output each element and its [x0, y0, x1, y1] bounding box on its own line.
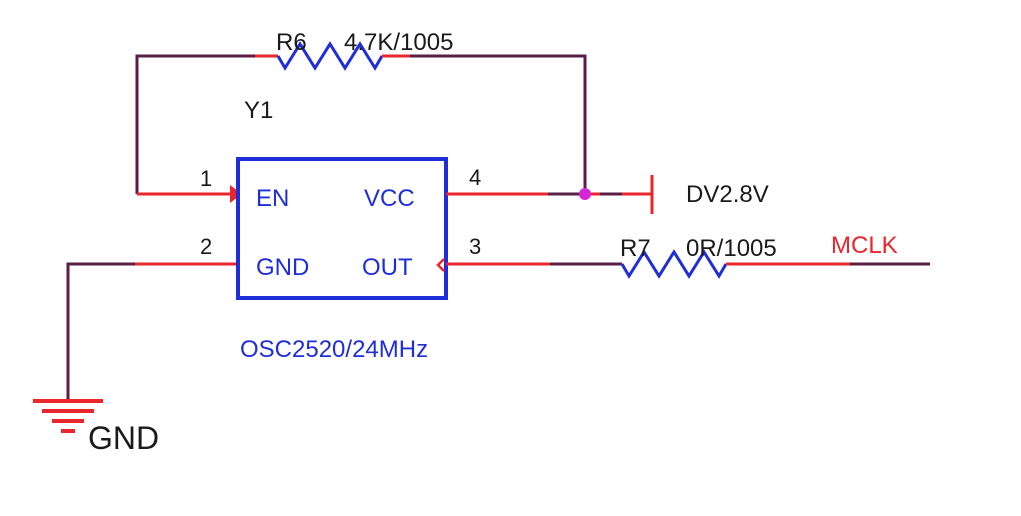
r7-value: 0R/1005 — [686, 235, 777, 262]
ground-symbol-icon — [33, 399, 103, 433]
pin-out-label: OUT — [362, 254, 413, 281]
pin-en-label: EN — [256, 185, 289, 212]
gnd-net: 2 — [66, 234, 238, 400]
power-net-label: DV2.8V — [686, 181, 769, 208]
oscillator-body — [236, 157, 448, 300]
oscillator-designator: Y1 — [244, 97, 273, 124]
r7-resistor-symbol — [620, 249, 728, 279]
r6-value: 4.7K/1005 — [344, 29, 453, 56]
pin-4-number: 4 — [469, 165, 481, 190]
en-net: 1 — [137, 166, 242, 203]
r7-designator: R7 — [620, 235, 651, 262]
oscillator-part-number: OSC2520/24MHz — [240, 336, 428, 363]
vcc-feedback-wire-right — [410, 54, 587, 194]
pin-3-number: 3 — [469, 234, 481, 259]
ground-label: GND — [88, 420, 159, 456]
pin-vcc-label: VCC — [364, 185, 415, 212]
r6-resistor-symbol — [276, 41, 384, 71]
junction-dot-icon — [579, 188, 591, 200]
pin-1-number: 1 — [200, 166, 212, 191]
r6-net: R6 4.7K/1005 — [135, 29, 587, 194]
gnd-wire — [66, 262, 238, 400]
oscillator-y1: EN VCC GND OUT — [236, 157, 448, 300]
r6-designator: R6 — [276, 29, 307, 56]
pin-gnd-label: GND — [256, 254, 309, 281]
pin-2-number: 2 — [200, 234, 212, 259]
mclk-net-label: MCLK — [831, 232, 898, 259]
en-feedback-wire-left — [135, 54, 278, 194]
vcc-net: 4 — [446, 165, 654, 214]
out-pin-marker-icon — [436, 258, 445, 272]
out-net: 3 R7 0R/1005 — [446, 234, 930, 279]
